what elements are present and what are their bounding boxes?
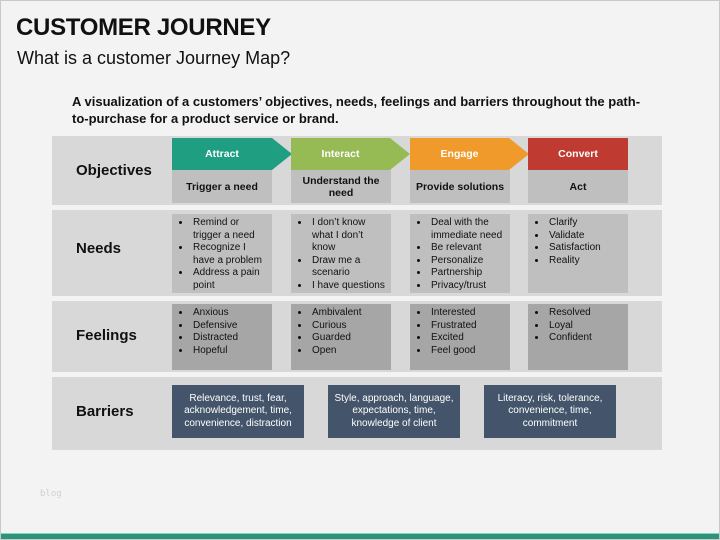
list-item: Recognize I have a problem bbox=[191, 242, 270, 267]
row-label-objectives: Objectives bbox=[76, 162, 152, 179]
stage-label: Convert bbox=[558, 148, 598, 160]
list-item: I don’t know what I don’t know bbox=[310, 217, 389, 255]
list-item: Excited bbox=[429, 332, 508, 345]
row-label-needs: Needs bbox=[76, 240, 122, 257]
needs-convert: ClarifyValidateSatisfactionReality bbox=[528, 214, 628, 293]
list-item: Confident bbox=[547, 332, 626, 345]
stage-label: Engage bbox=[440, 148, 479, 160]
row-label-barriers: Barriers bbox=[76, 403, 134, 420]
page-subtitle: What is a customer Journey Map? bbox=[17, 48, 291, 68]
barrier-text: Literacy, risk, tolerance, convenience, … bbox=[497, 392, 603, 429]
feelings-attract: AnxiousDefensiveDistractedHopeful bbox=[172, 304, 272, 370]
list-item: Personalize bbox=[429, 255, 508, 268]
list-item: Validate bbox=[547, 230, 626, 243]
feelings-interact: AmbivalentCuriousGuardedOpen bbox=[291, 304, 391, 370]
list-item: Partnership bbox=[429, 267, 508, 280]
list-item: Loyal bbox=[547, 320, 626, 333]
stage-engage: Engage bbox=[410, 138, 529, 170]
list-item: Frustrated bbox=[429, 320, 508, 333]
barrier-text: Relevance, trust, fear, acknowledgement,… bbox=[184, 392, 292, 429]
watermark: blog bbox=[40, 489, 62, 499]
stage-arrow-shape bbox=[172, 138, 292, 170]
feelings-engage: InterestedFrustratedExcitedFeel good bbox=[410, 304, 510, 370]
barrier-box: Relevance, trust, fear, acknowledgement,… bbox=[172, 385, 304, 438]
list-item: Open bbox=[310, 345, 389, 358]
objective-engage: Provide solutions bbox=[410, 170, 510, 203]
stage-arrow-shape bbox=[291, 138, 410, 170]
list-item: Reality bbox=[547, 255, 626, 268]
barrier-text: Style, approach, language, expectations,… bbox=[334, 392, 454, 429]
barrier-box: Literacy, risk, tolerance, convenience, … bbox=[484, 385, 616, 438]
stage-attract: Attract bbox=[172, 138, 292, 170]
stage-arrow-shape bbox=[410, 138, 529, 170]
list-item: Address a pain point bbox=[191, 267, 270, 292]
feelings-convert: ResolvedLoyalConfident bbox=[528, 304, 628, 370]
needs-interact: I don’t know what I don’t knowDraw me a … bbox=[291, 214, 391, 293]
intro-text: A visualization of a customers’ objectiv… bbox=[72, 94, 641, 126]
needs-attract: Remind or trigger a needRecognize I have… bbox=[172, 214, 272, 293]
barrier-box: Style, approach, language, expectations,… bbox=[328, 385, 460, 438]
list-item: Satisfaction bbox=[547, 242, 626, 255]
list-item: Distracted bbox=[191, 332, 270, 345]
page-title: CUSTOMER JOURNEY bbox=[16, 14, 271, 41]
list-item: Interested bbox=[429, 307, 508, 320]
list-item: Deal with the immediate need bbox=[429, 217, 508, 242]
list-item: Feel good bbox=[429, 345, 508, 358]
stage-convert: Convert bbox=[528, 138, 628, 170]
barriers-row: Barriers Relevance, trust, fear, acknowl… bbox=[52, 377, 662, 450]
objective-attract: Trigger a need bbox=[172, 170, 272, 203]
list-item: Guarded bbox=[310, 332, 389, 345]
list-item: I have questions bbox=[310, 280, 389, 293]
stage-interact: Interact bbox=[291, 138, 410, 170]
list-item: Clarify bbox=[547, 217, 626, 230]
list-item: Curious bbox=[310, 320, 389, 333]
feelings-row: Feelings AnxiousDefensiveDistractedHopef… bbox=[52, 301, 662, 372]
objectives-row: Objectives Attract Interact Engage Conve… bbox=[52, 136, 662, 205]
stage-label: Interact bbox=[321, 148, 360, 160]
list-item: Defensive bbox=[191, 320, 270, 333]
list-item: Privacy/trust bbox=[429, 280, 508, 293]
needs-engage: Deal with the immediate needBe relevantP… bbox=[410, 214, 510, 293]
list-item: Draw me a scenario bbox=[310, 255, 389, 280]
list-item: Ambivalent bbox=[310, 307, 389, 320]
list-item: Remind or trigger a need bbox=[191, 217, 270, 242]
objective-convert: Act bbox=[528, 170, 628, 203]
list-item: Hopeful bbox=[191, 345, 270, 358]
list-item: Be relevant bbox=[429, 242, 508, 255]
stage-label: Attract bbox=[205, 148, 239, 160]
objective-interact: Understand the need bbox=[291, 170, 391, 203]
list-item: Resolved bbox=[547, 307, 626, 320]
accent-bar bbox=[1, 533, 719, 539]
needs-row: Needs Remind or trigger a needRecognize … bbox=[52, 210, 662, 296]
row-label-feelings: Feelings bbox=[76, 327, 137, 344]
list-item: Anxious bbox=[191, 307, 270, 320]
